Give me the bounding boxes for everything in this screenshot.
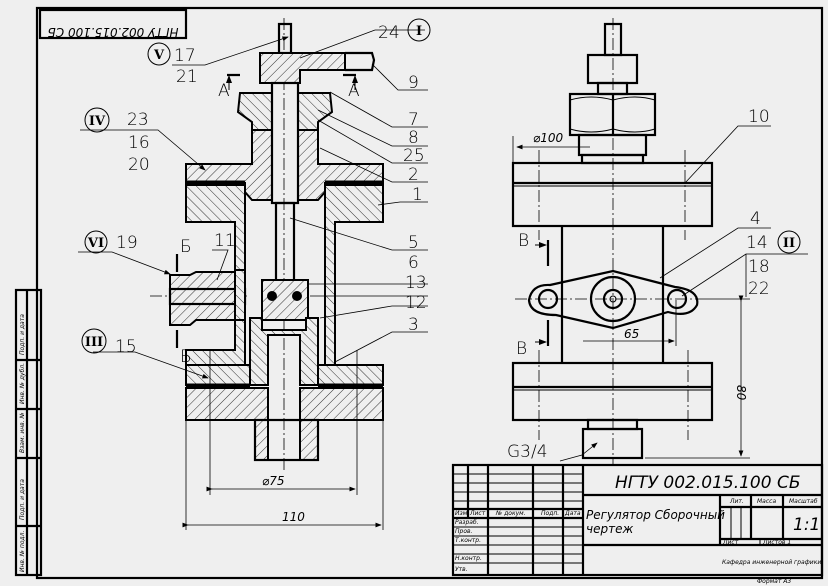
position-18: 18 [748,257,770,277]
col-header: Изм [455,510,468,517]
side-callouts: 10 4 14 II 18 22 В В ⌀100 65 80 G3/4 [507,107,801,462]
section-v-top: В [518,231,529,251]
section-a-left: А [218,81,230,101]
position-13: 13 [405,273,427,293]
position-25: 25 [403,146,425,166]
detail-III: III [85,335,103,350]
col-header: Подп. [541,510,559,517]
handle-part-9 [259,52,346,84]
lit-label: Лит. [729,498,744,505]
col-header: Лист [469,510,486,517]
position-23: 23 [127,110,149,130]
designation: НГТУ 002.015.100 СБ [615,473,801,493]
role-label: Т.контр. [455,537,481,544]
detail-II: II [783,236,795,251]
position-9: 9 [408,73,419,93]
position-16: 16 [128,133,150,153]
position-8: 8 [408,128,419,148]
plate-part-4 [527,269,699,330]
position-24: 24 [378,23,400,43]
thread-label: G3/4 [507,442,548,462]
position-17: 17 [174,46,196,66]
strip-label: Подп. и дата [19,479,26,520]
stem-part-5 [270,81,300,205]
position-12: 12 [405,293,427,313]
dimension-d75: ⌀75 [262,474,285,488]
section-a-right: А [348,81,360,101]
section-b-top: Б [180,237,192,257]
section-v-bottom: В [516,339,527,359]
position-7: 7 [408,110,419,130]
position-10: 10 [748,107,770,127]
position-4: 4 [750,209,761,229]
section-b-bottom: Б [180,347,192,367]
lower-flange [511,361,714,422]
drawing-name-line1: Регулятор Сборочный [586,508,725,522]
scale-label: Масштаб [789,498,818,505]
title-block [451,463,824,577]
drawing-name-line2: чертеж [586,522,633,536]
upper-flange [511,161,714,228]
body-part-1 [185,184,246,271]
position-15: 15 [115,337,137,357]
strip-label: Инв. № дубл. [19,363,26,404]
position-14: 14 [746,233,768,253]
title-block-text: НГТУ 002.015.100 СБ Регулятор Сборочный … [455,473,821,585]
position-20: 20 [128,155,150,175]
sheets-label: Листов 1 [762,539,791,546]
section-view [78,18,428,530]
position-21: 21 [176,67,198,87]
scale-value: 1:1 [793,515,820,535]
mass-label: Масса [757,498,776,505]
position-6: 6 [408,253,419,273]
position-3: 3 [408,315,419,335]
detail-VI: VI [87,236,104,251]
dimension-80: 80 [734,385,748,401]
stamp-text: НГТУ 002.015.100 СБ [48,25,179,39]
sheet-label: Лист [722,539,739,546]
role-label: Н.контр. [455,555,482,562]
organization: Кафедра инженерной графики [722,559,821,566]
section-callouts: 24 I V 17 21 А А 9 7 8 25 2 1 IV 23 16 2… [81,18,431,524]
role-label: Разраб. [455,519,479,526]
side-view [511,18,808,465]
role-label: Пров. [455,528,473,535]
left-strip: Подп. и дата Инв. № дубл. Взам. инв. № П… [19,314,26,572]
stamp-box [38,8,188,40]
position-5: 5 [408,233,419,253]
bottom-fitting [581,427,644,460]
detail-V: V [153,48,165,63]
detail-I: I [416,24,422,39]
drawing-frame [14,6,824,580]
strip-label: Взам. инв. № [19,412,26,453]
position-1: 1 [412,185,423,205]
position-2: 2 [408,165,419,185]
strip-label: Инв. № подл. [19,531,26,572]
position-22: 22 [748,279,770,299]
stem-thread [277,22,293,55]
strip-label: Подп. и дата [19,314,26,355]
dimension-110: 110 [282,510,305,524]
dimension-d100: ⌀100 [533,131,563,145]
format-label: Формат А3 [757,578,791,585]
position-19: 19 [116,233,138,253]
detail-IV: IV [89,114,106,129]
col-header: Дата [564,510,581,517]
col-header: № докум. [495,510,526,517]
dimension-65: 65 [624,327,639,341]
position-11: 11 [214,231,236,251]
role-label: Утв. [455,566,468,573]
